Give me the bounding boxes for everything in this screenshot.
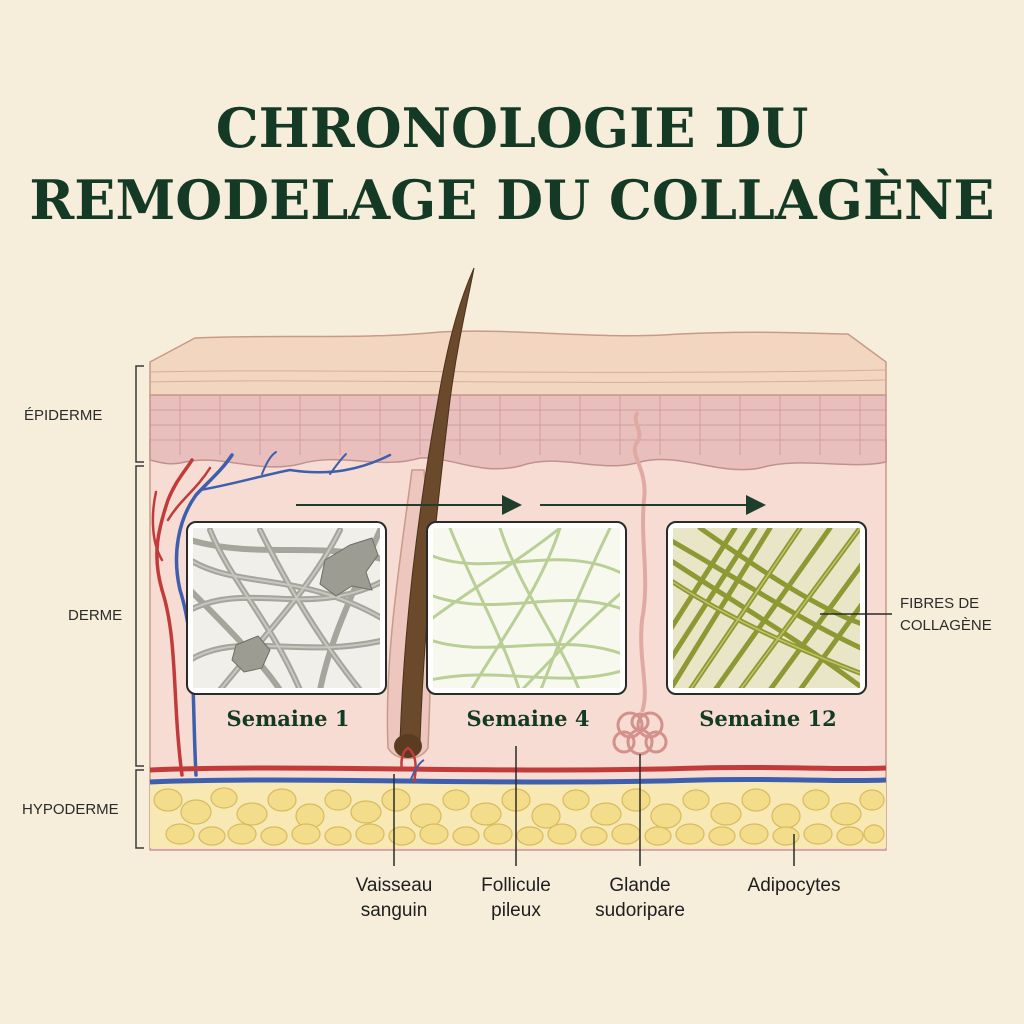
stage-label-week-4: Semaine 4 [467,706,590,731]
hair-bulb [394,734,422,758]
epidermis-surface [150,331,886,395]
horizontal-vein [150,779,886,782]
collagen-label-line-1: FIBRES DE [900,595,979,612]
callout-hair-follicle-line-1: Follicule [481,875,551,896]
horizontal-artery [150,767,886,770]
stage-label-week-12: Semaine 12 [699,706,837,731]
callout-sweat-gland-line-2: sudoripare [595,900,685,921]
layer-label-dermis: DERME [68,607,122,624]
callout-blood-vessel-line-2: sanguin [361,900,428,921]
layer-label-hypodermis: HYPODERME [22,801,119,818]
stage-panel-week-12 [667,522,866,694]
collagen-label-line-2: COLLAGÈNE [900,617,992,634]
callout-blood-vessel-line-1: Vaisseau [356,875,433,896]
layer-brackets [136,366,144,848]
callout-sweat-gland-line-1: Glande [609,875,670,896]
callout-adipocytes: Adipocytes [748,875,841,896]
stage-label-week-1: Semaine 1 [227,706,350,731]
stage-panel-week-4 [427,522,626,694]
callout-hair-follicle-line-2: pileux [491,900,541,921]
stage-panel-week-1 [187,522,386,694]
layer-label-epidermis: ÉPIDERME [24,407,102,424]
